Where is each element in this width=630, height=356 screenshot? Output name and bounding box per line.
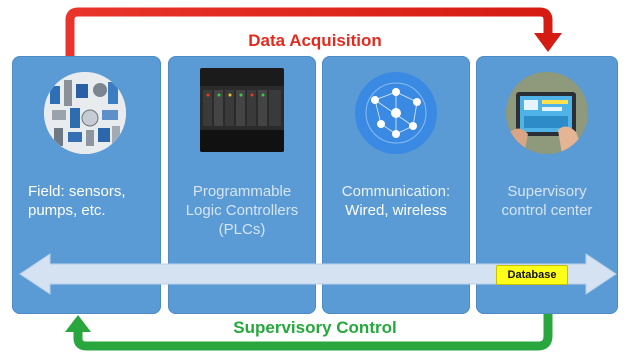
supervisory-label: Supervisory control center xyxy=(501,183,593,219)
supervisory-control-arrow xyxy=(73,312,553,351)
control-center-touchscreen-photo xyxy=(506,72,588,154)
database-tag: Database xyxy=(496,265,568,285)
field-instruments-photo xyxy=(44,72,126,154)
supervisory-control-arrowhead xyxy=(65,315,91,332)
supervisory-control-title: Supervisory Control xyxy=(233,318,397,337)
plc-label: Programmable Logic Controllers (PLCs) xyxy=(185,183,299,238)
communication-label: Communication: Wired, wireless xyxy=(341,183,451,219)
field-label: Field: sensors, pumps, etc. xyxy=(28,183,126,219)
data-acquisition-arrowhead xyxy=(534,33,562,52)
field-panel: Field: sensors, pumps, etc. xyxy=(12,56,161,314)
data-bus-arrow xyxy=(19,253,617,295)
plc-rack-photo xyxy=(200,68,284,152)
network-globe-icon xyxy=(355,72,437,154)
data-acquisition-arrow xyxy=(65,7,553,62)
data-acquisition-title: Data Acquisition xyxy=(248,31,382,50)
